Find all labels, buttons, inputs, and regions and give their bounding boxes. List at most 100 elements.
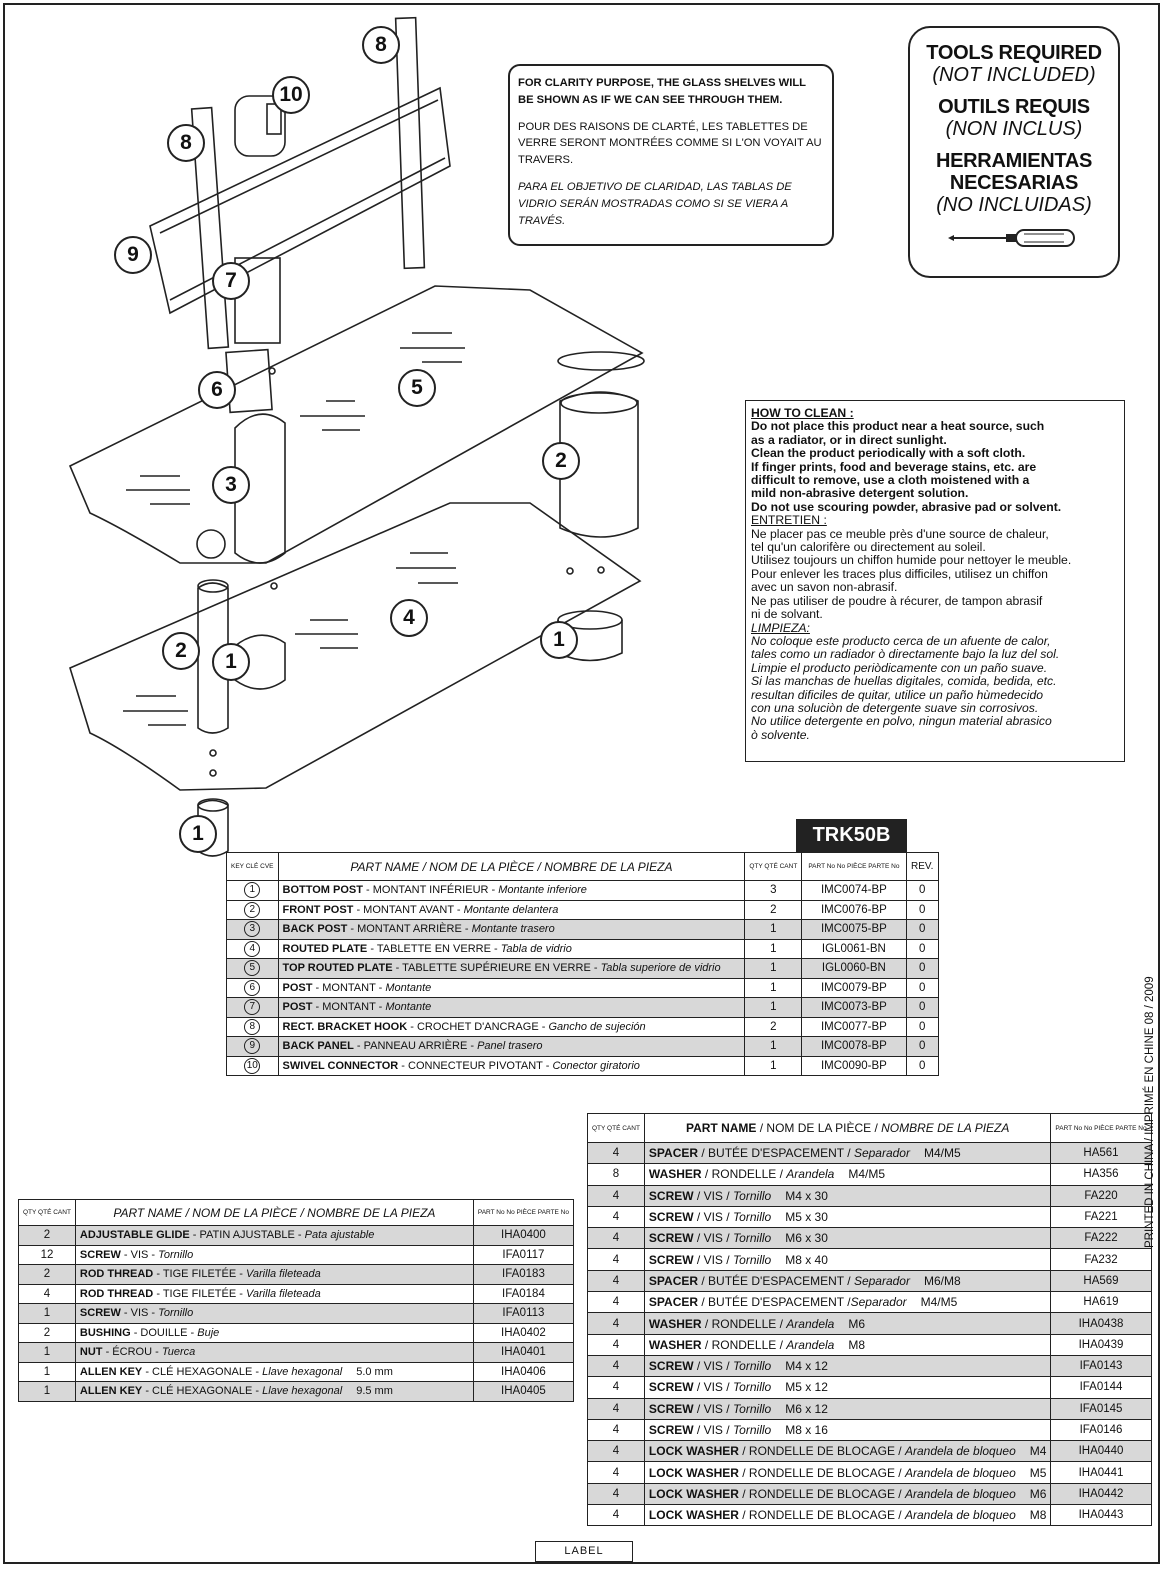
part-name-es: Llave hexagonal	[262, 1365, 343, 1378]
top-shelf	[68, 285, 644, 564]
part-no-cell: IMC0090-BP	[801, 1055, 907, 1076]
part-name-en: BOTTOM POST	[282, 884, 363, 897]
part-name-en: FRONT POST	[282, 903, 354, 916]
part-name-es: Buje	[197, 1326, 220, 1339]
part-name-en: SCREW	[648, 1423, 694, 1437]
key-number: 8	[244, 1018, 261, 1035]
qty-cell: 1	[18, 1381, 76, 1402]
part-name-cell: POST - MONTANT - Montante	[277, 977, 746, 998]
qty-cell: 1	[744, 977, 803, 998]
part-name-es: Arandela de bloqueo	[904, 1486, 1016, 1501]
qty-cell: 4	[587, 1312, 645, 1335]
key-cell: 1	[226, 880, 279, 901]
callout-4: 4	[390, 599, 428, 637]
part-no-cell: FA221	[1050, 1205, 1152, 1229]
part-name-en: SCREW	[648, 1231, 694, 1246]
part-size: M5 x 30	[785, 1210, 828, 1225]
part-name-es: Arandela de bloqueo	[904, 1465, 1016, 1480]
part-name-fr: / VIS /	[693, 1210, 733, 1225]
qty-cell: 4	[587, 1440, 645, 1463]
bracket-hook-right	[394, 16, 426, 270]
key-cell: 5	[226, 958, 279, 979]
part-no-cell: HA356	[1050, 1163, 1152, 1186]
part-name-en: SCREW	[648, 1401, 694, 1416]
part-no-cell: IHA0440	[1050, 1440, 1152, 1463]
callout-8-left: 8	[167, 124, 205, 162]
part-name-es: Pata ajustable	[304, 1229, 375, 1242]
part-name-en: ADJUSTABLE GLIDE	[79, 1229, 190, 1242]
clean-en-body: Do not place this product near a heat so…	[751, 419, 1062, 514]
part-size: M4/M5	[848, 1167, 886, 1182]
callout-7: 7	[212, 262, 250, 300]
part-no-cell: FA222	[1050, 1227, 1152, 1250]
part-name-es: Montante	[385, 1001, 432, 1014]
part-name-en: ALLEN KEY	[79, 1385, 143, 1398]
part-name-cell: BUSHING - DOUILLE - Buje	[74, 1322, 474, 1343]
part-name-fr: - TABLETTE EN VERRE -	[367, 942, 501, 955]
part-name-cell: LOCK WASHER / RONDELLE DE BLOCAGE / Aran…	[643, 1504, 1052, 1527]
qty-cell: 4	[587, 1248, 645, 1271]
part-name-cell: ALLEN KEY - CLÉ HEXAGONALE - Llave hexag…	[74, 1381, 474, 1402]
part-name-cell: ADJUSTABLE GLIDE - PATIN AJUSTABLE - Pat…	[74, 1225, 474, 1246]
part-name-en: SPACER	[648, 1273, 699, 1288]
part-name-cell: TOP ROUTED PLATE - TABLETTE SUPÉRIEURE E…	[277, 958, 746, 979]
label-box: LABEL	[535, 1541, 633, 1562]
shelf-cutout	[557, 351, 645, 371]
part-name-fr: / VIS /	[693, 1380, 733, 1395]
part-size: M8	[1029, 1508, 1047, 1523]
part-name-fr: - MONTANT INFÉRIEUR -	[362, 884, 499, 897]
key-number: 5	[244, 960, 261, 977]
model-number: TRK50B	[796, 819, 907, 852]
part-size: M6 x 30	[785, 1231, 828, 1246]
part-name-es: Llave hexagonal	[262, 1385, 343, 1398]
header-part-name: PART NAME / NOM DE LA PIÈCE / NOMBRE DE …	[277, 852, 746, 881]
qty-cell: 1	[744, 1036, 803, 1057]
part-name-es: Separador	[853, 1146, 910, 1161]
part-no-cell: HA619	[1050, 1291, 1152, 1314]
clarity-note: FOR CLARITY PURPOSE, THE GLASS SHELVES W…	[508, 64, 834, 246]
part-size: M4/M5	[920, 1295, 958, 1310]
part-size: M4 x 30	[785, 1188, 828, 1203]
part-name-en: BUSHING	[79, 1326, 131, 1339]
part-size: 9.5 mm	[356, 1385, 393, 1398]
part-name-cell: LOCK WASHER / RONDELLE DE BLOCAGE / Aran…	[643, 1440, 1052, 1463]
part-name-es: Tornillo	[158, 1248, 194, 1261]
qty-cell: 4	[587, 1269, 645, 1293]
part-name-fr: / BUTÉE D'ESPACEMENT /	[698, 1295, 851, 1310]
qty-cell: 4	[587, 1291, 645, 1314]
qty-cell: 4	[18, 1283, 76, 1304]
part-name-fr: - VIS -	[120, 1307, 159, 1320]
part-no-cell: IHA0405	[472, 1381, 575, 1402]
part-name-cell: BACK POST - MONTANT ARRIÈRE - Montante t…	[277, 919, 746, 940]
part-name-fr: / RONDELLE DE BLOCAGE /	[738, 1465, 905, 1480]
callout-3: 3	[212, 466, 250, 504]
part-name-cell: BOTTOM POST - MONTANT INFÉRIEUR - Montan…	[277, 880, 746, 901]
part-name-en: TOP ROUTED PLATE	[282, 962, 393, 975]
part-name-cell: SWIVEL CONNECTOR - CONNECTEUR PIVOTANT -…	[277, 1055, 746, 1076]
part-name-es: Tornillo	[732, 1252, 772, 1267]
part-name-en: BACK POST	[282, 923, 348, 936]
part-name-es: Arandela	[786, 1337, 835, 1352]
qty-cell: 2	[744, 1016, 803, 1037]
part-name-es: Montante	[385, 981, 432, 994]
part-name-fr: - TABLETTE SUPÉRIEURE EN VERRE -	[392, 962, 601, 975]
rev-cell: 0	[905, 958, 939, 979]
part-name-en: LOCK WASHER	[648, 1465, 739, 1480]
part-no-cell: IFA0184	[472, 1283, 575, 1304]
part-name-es: Tabla de vidrio	[500, 942, 572, 955]
part-name-fr: / VIS /	[693, 1401, 733, 1416]
